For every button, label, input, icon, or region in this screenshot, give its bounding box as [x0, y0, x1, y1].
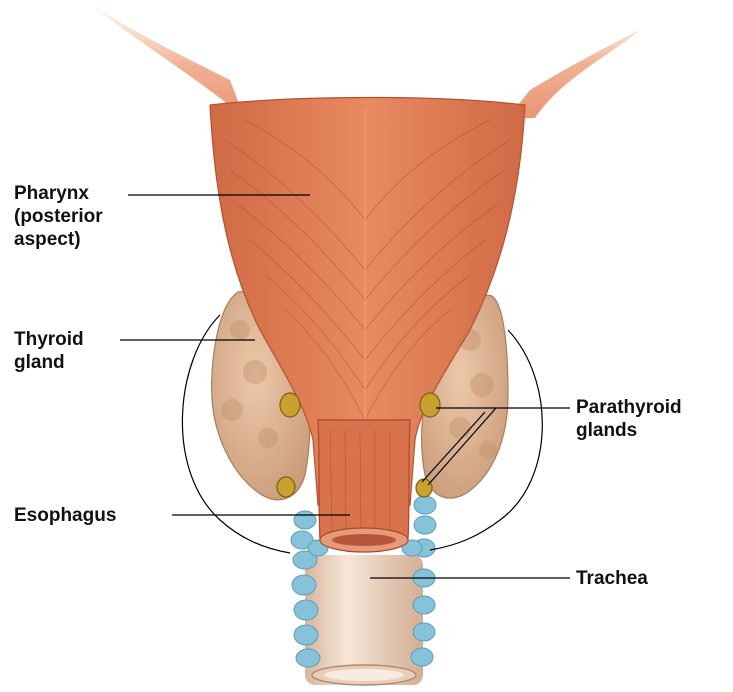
parathyroid-lower-left [277, 477, 295, 497]
esophagus [318, 420, 410, 552]
parathyroid-upper-right [420, 393, 440, 417]
label-esophagus: Esophagus [14, 504, 116, 527]
parathyroid-upper-left [280, 393, 300, 417]
label-pharynx: Pharynx (posterior aspect) [14, 182, 103, 251]
label-trachea: Trachea [576, 567, 648, 590]
label-thyroid-gland: Thyroid gland [14, 328, 84, 374]
parathyroid-lower-right [416, 479, 432, 497]
label-parathyroid-glands: Parathyroid glands [576, 396, 682, 442]
